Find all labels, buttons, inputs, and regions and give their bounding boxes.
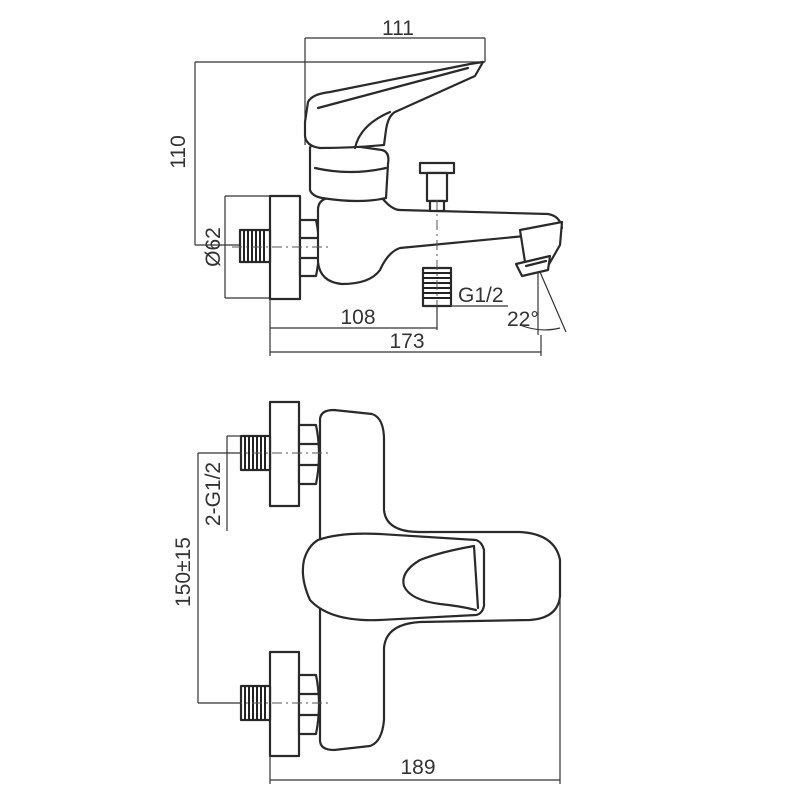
dim-center-distance: 150±15 [172, 452, 241, 704]
spout-tip [514, 220, 564, 278]
dim-total-width-label: 189 [400, 756, 435, 779]
side-view: 111 110 Ø62 [167, 17, 567, 356]
dim-diameter: Ø62 [202, 195, 272, 299]
hex-nut-side [298, 218, 321, 278]
dim-center-distance-label: 150±15 [172, 537, 195, 607]
wall-flange-upper [268, 400, 301, 508]
dim-height-label: 110 [167, 135, 190, 168]
dim-angle-label: 22° [507, 308, 539, 331]
dim-spout-pos-label: 108 [340, 306, 375, 329]
dim-outlet-thread-label: G1/2 [458, 284, 504, 307]
dim-total-length: 173 [269, 300, 542, 356]
hex-nut-upper [297, 423, 321, 486]
dim-height: 110 [167, 61, 485, 246]
dim-outlet-thread: G1/2 [451, 284, 508, 307]
dim-total-width: 189 [269, 600, 561, 784]
dim-total-length-label: 173 [389, 330, 424, 353]
handle-lever-top [301, 532, 486, 622]
dim-inlet-thread: 2-G1/2 [202, 435, 241, 531]
dim-diameter-label: Ø62 [202, 227, 225, 267]
dim-top-width-label: 111 [382, 17, 414, 40]
dim-spout-pos: 108 [270, 306, 438, 330]
top-view: 2-G1/2 150±15 189 [172, 400, 562, 784]
dim-inlet-thread-label: 2-G1/2 [202, 462, 225, 526]
handle-lever-side [303, 60, 485, 150]
wall-flange-lower [268, 650, 301, 758]
inlet-thread-side [238, 228, 272, 264]
hex-nut-lower [297, 673, 321, 736]
dim-angle: 22° [507, 271, 567, 335]
dim-top-width: 111 [304, 17, 486, 145]
